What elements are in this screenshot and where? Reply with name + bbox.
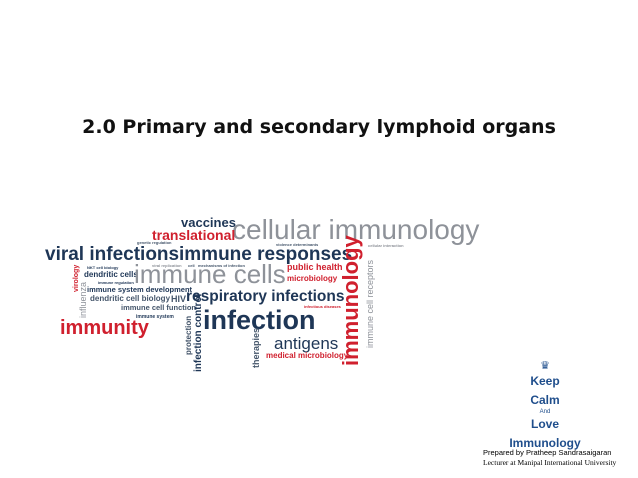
word-immune-system-development: immune system development: [87, 285, 193, 294]
word-vaccines: vaccines: [181, 215, 236, 230]
word-hiv: HIV: [171, 294, 186, 304]
keep-calm-love: Love: [530, 417, 559, 431]
word-immunology: immunology: [338, 234, 363, 366]
word-immune-regulation: immune regulation: [98, 280, 134, 285]
keep-calm-and: And: [539, 409, 551, 415]
word-immune-cell-receptors: immune cell receptors: [365, 259, 375, 348]
slide-title: 2.0 Primary and secondary lymphoid organ…: [82, 116, 556, 138]
word-genetic-regulation: genetic regulation: [137, 240, 172, 245]
crown-icon: ♛: [540, 360, 550, 372]
word-mechanisms-of-infection: mechanisms of infection: [198, 263, 245, 268]
word-respiratory-infections: respiratory infections: [186, 288, 345, 305]
keep-calm-calm: Calm: [530, 393, 560, 407]
word-virology: virology: [73, 265, 80, 292]
word-immunity: immunity: [60, 317, 150, 339]
word-infectious-diseases: infectious diseases: [304, 304, 342, 309]
word-protection: protection: [184, 316, 193, 355]
word-immune-cells: immune cells: [134, 259, 286, 289]
credit-line-2: Lecturer at Manipal International Univer…: [483, 458, 617, 467]
word-medical-microbiology: medical microbiology: [266, 351, 349, 360]
word-microbiology: microbiology: [287, 274, 338, 283]
word-infection: infection: [203, 305, 316, 335]
word-immune-system: immune system: [136, 314, 174, 320]
word-dendritic-cells: dendritic cells: [84, 270, 138, 279]
word-dendritic-cell-biology: dendritic cell biology: [90, 294, 171, 303]
footer: ♛ Keep Calm And Love Immunology Prepared…: [460, 360, 630, 475]
word-cloud: genetic regulation vaccines cellular imm…: [40, 200, 480, 380]
word-public-health: public health: [287, 262, 343, 272]
word-therapies: therapies: [251, 328, 261, 368]
word-immune-responses: immune responses: [179, 244, 352, 265]
keep-calm-subject: Immunology: [509, 436, 581, 450]
word-viral-infections: viral infections: [45, 244, 179, 265]
credit-line-1: Prepared by Pratheep Sandrasaigaran: [483, 448, 612, 457]
word-cloud-graphic: genetic regulation vaccines cellular imm…: [45, 214, 479, 372]
word-nkt-cell-biology: NKT cell biology: [87, 265, 119, 270]
word-translational: translational: [152, 227, 235, 243]
keep-calm-keep: Keep: [530, 374, 560, 388]
word-cell: cell: [188, 263, 195, 268]
word-cellular-interaction: cellular interaction: [368, 243, 404, 248]
word-cellular-immunology: cellular immunology: [232, 214, 479, 245]
word-antigens: antigens: [274, 334, 338, 353]
author-credit: Prepared by Pratheep Sandrasaigaran Lect…: [483, 448, 633, 468]
word-influenza: influenza: [78, 282, 88, 318]
word-immune-cell-function: immune cell function: [121, 303, 196, 312]
word-violence-determinants: violence determinants: [276, 242, 319, 247]
keep-calm-logo: ♛ Keep Calm And Love Immunology: [500, 360, 590, 453]
word-viral-replication: viral replication: [152, 263, 182, 268]
word-infection-control: infection control: [193, 293, 204, 372]
